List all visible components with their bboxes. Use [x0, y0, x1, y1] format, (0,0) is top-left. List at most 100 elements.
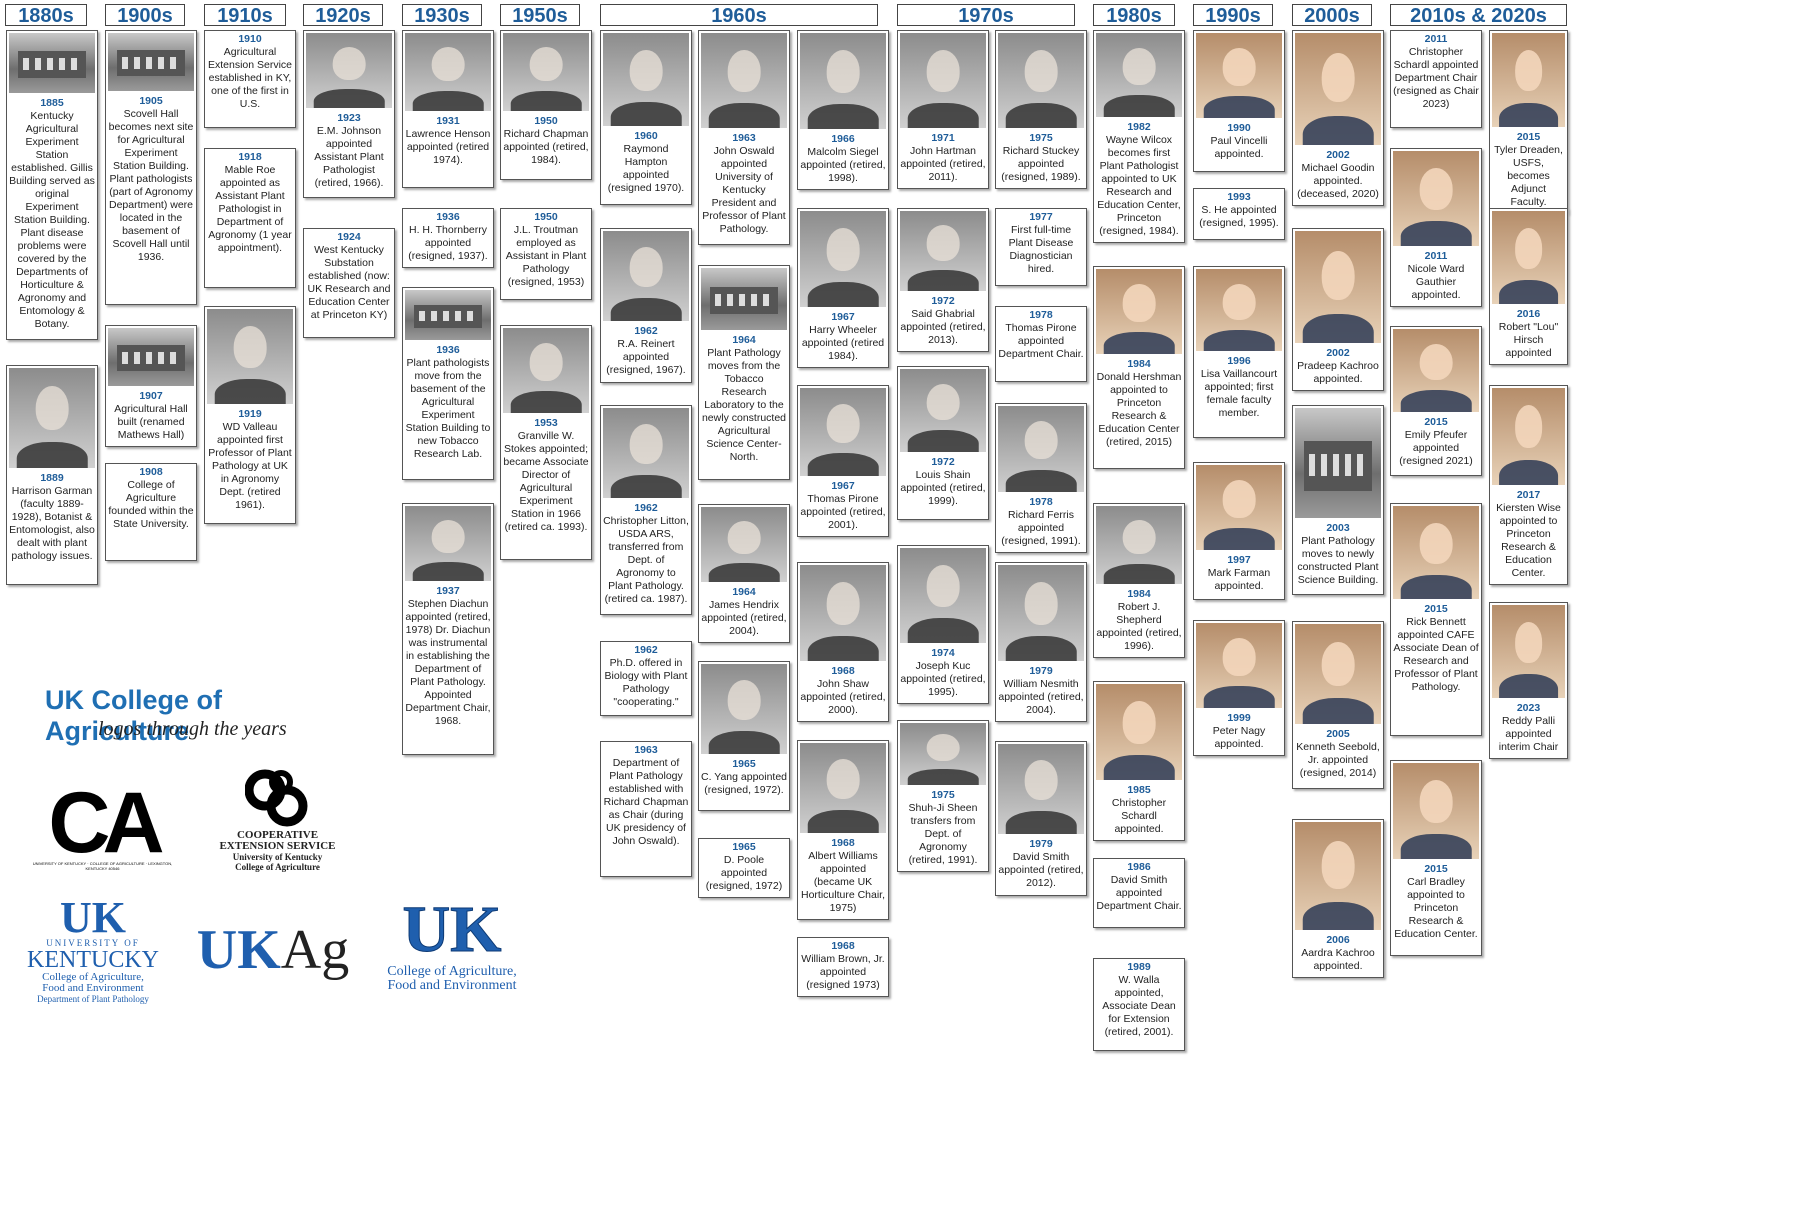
card-year: 1997 — [1227, 554, 1251, 566]
card-year: 1910 — [238, 33, 262, 45]
portrait-photo — [1492, 605, 1565, 698]
portrait-photo — [800, 743, 886, 833]
card-text: Christopher Schardl appointed Department… — [1393, 46, 1479, 110]
portrait-photo — [603, 231, 689, 321]
card-year: 1978 — [1029, 309, 1053, 321]
card-year: 1953 — [534, 417, 558, 429]
card-year: 1967 — [831, 311, 855, 323]
decade-header: 2010s & 2020s — [1390, 4, 1567, 27]
portrait-photo — [1295, 231, 1381, 343]
card-text: Harry Wheeler appointed (retired 1984). — [801, 324, 885, 362]
portrait-photo — [800, 33, 886, 129]
card-year: 1982 — [1127, 121, 1151, 133]
card-text: J.L. Troutman employed as Assistant in P… — [505, 224, 587, 288]
decade-header: 1970s — [897, 4, 1075, 27]
card-text: Robert "Lou" Hirsch appointed — [1498, 321, 1559, 359]
card-year: 1985 — [1127, 784, 1151, 796]
card-year: 1968 — [831, 665, 855, 677]
card-text: Plant Pathology moves from the Tobacco R… — [701, 347, 787, 463]
card-year: 1965 — [732, 758, 756, 770]
card-year: 2002 — [1326, 347, 1350, 359]
cafe-logo: UK College of Agriculture, Food and Envi… — [372, 894, 532, 993]
coop-line1: COOPERATIVE — [236, 829, 319, 841]
decade-header: 1980s — [1093, 4, 1175, 27]
logos-title: UK College of Agriculture — [45, 685, 223, 746]
card-text: William Nesmith appointed (retired, 2004… — [998, 678, 1084, 716]
card-text: WD Valleau appointed first Professor of … — [208, 421, 292, 511]
card-text: Rick Bennett appointed CAFE Associate De… — [1393, 616, 1479, 693]
portrait-photo — [1492, 33, 1565, 127]
card-text: Said Ghabrial appointed (retired, 2013). — [900, 308, 986, 346]
portrait-photo — [1393, 151, 1479, 246]
portrait-photo — [900, 548, 986, 643]
logos-subtitle: logos through the years — [98, 718, 287, 740]
portrait-photo — [1492, 388, 1565, 485]
portrait-photo — [1096, 684, 1182, 780]
card-text: Thomas Pirone appointed (retired, 2001). — [800, 493, 886, 531]
card-year: 1889 — [40, 472, 64, 484]
card-year: 1963 — [732, 132, 756, 144]
card-year: 2015 — [1424, 863, 1448, 875]
card-year: 1971 — [931, 132, 955, 144]
card-text: Lawrence Henson appointed (retired 1974)… — [405, 128, 491, 166]
portrait-photo — [1295, 33, 1381, 145]
card-year: 1931 — [436, 115, 460, 127]
card-year: 2006 — [1326, 934, 1350, 946]
card-text: Reddy Palli appointed interim Chair — [1498, 715, 1559, 753]
card-text: David Smith appointed (retired, 2012). — [998, 851, 1084, 889]
portrait-photo — [306, 33, 392, 108]
card-text: David Smith appointed Department Chair. — [1096, 874, 1182, 912]
card-text: R.A. Reinert appointed (resigned, 1967). — [606, 338, 686, 376]
card-year: 2005 — [1326, 728, 1350, 740]
coop-line3: University of Kentucky — [232, 852, 323, 862]
card-text: D. Poole appointed (resigned, 1972) — [705, 854, 783, 892]
card-year: 1962 — [634, 502, 658, 514]
portrait-photo — [1393, 763, 1479, 859]
building-photo — [701, 268, 787, 330]
card-text: Lisa Vaillancourt appointed; first femal… — [1200, 368, 1278, 419]
coop-extension-logo: COOPERATIVE EXTENSION SERVICE University… — [215, 768, 340, 872]
card-text: Malcolm Siegel appointed (retired, 1998)… — [800, 146, 886, 184]
card-text: Thomas Pirone appointed Department Chair… — [998, 322, 1084, 360]
card-text: Department of Plant Pathology establishe… — [603, 757, 689, 847]
card-year: 1962 — [634, 325, 658, 337]
card-text: Richard Chapman appointed (retired, 1984… — [503, 128, 589, 166]
card-text: First full-time Plant Disease Diagnostic… — [1008, 224, 1074, 275]
card-year: 1975 — [931, 789, 955, 801]
card-text: Paul Vincelli appointed. — [1210, 135, 1268, 160]
card-text: W. Walla appointed, Associate Dean for E… — [1102, 974, 1176, 1038]
card-year: 1986 — [1127, 861, 1151, 873]
card-year: 1966 — [831, 133, 855, 145]
card-year: 1907 — [139, 390, 163, 402]
building-photo — [108, 33, 194, 91]
building-photo — [405, 290, 491, 340]
card-year: 2011 — [1424, 250, 1448, 262]
portrait-photo — [900, 33, 986, 128]
card-text: Ph.D. offered in Biology with Plant Path… — [604, 657, 688, 708]
card-year: 2023 — [1516, 702, 1541, 714]
card-year: 1950 — [534, 115, 558, 127]
card-text: Emily Pfeufer appointed (resigned 2021) — [1399, 429, 1473, 467]
card-year: 1923 — [337, 112, 361, 124]
card-year: 1975 — [1029, 132, 1053, 144]
ca-logo: CA UNIVERSITY OF KENTUCKY · COLLEGE OF A… — [30, 780, 175, 871]
